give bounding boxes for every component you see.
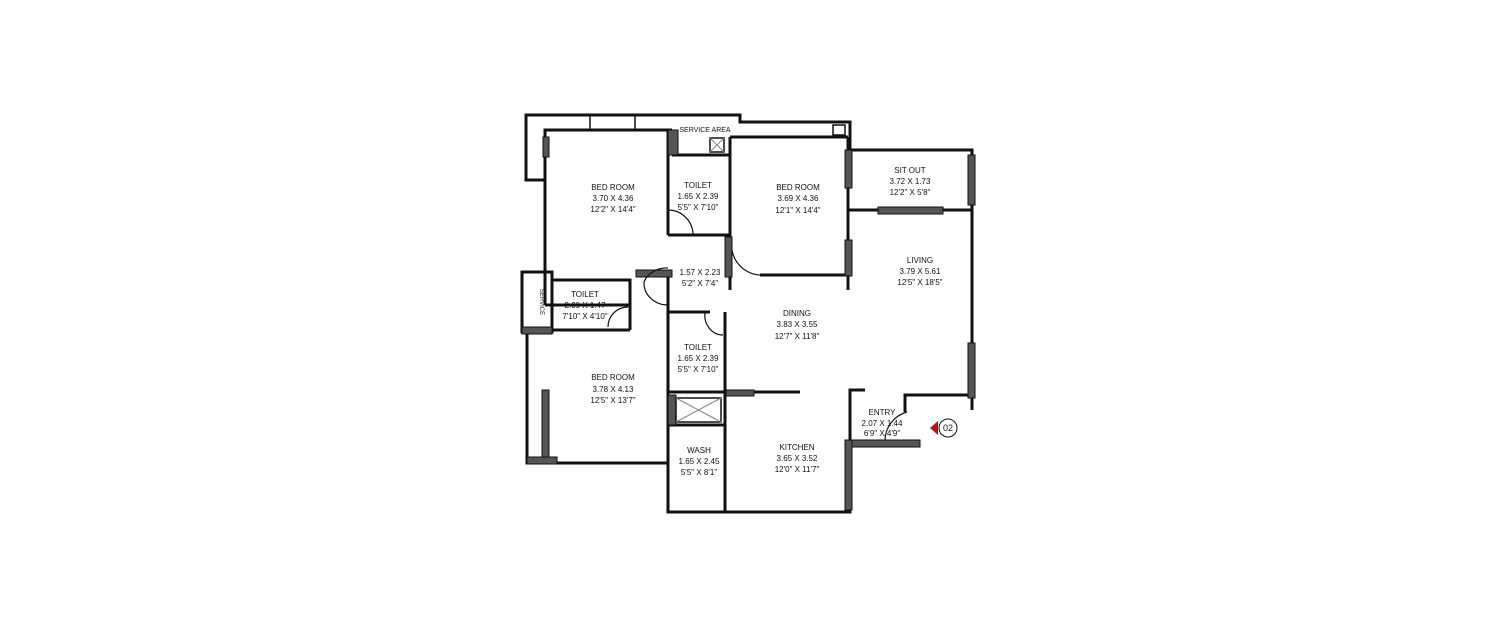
room-wash: WASH 1.65 X 2.45 5'5" X 8'1" [679,446,720,477]
room-metric: 3.70 X 4.36 [593,194,634,203]
room-metric: 3.72 X 1.73 [890,177,931,186]
room-name: BED ROOM [776,183,820,192]
room-metric: 3.65 X 3.52 [777,454,818,463]
room-metric: 2.07 X 1.44 [862,419,903,428]
room-name: ENTRY [869,408,897,417]
room-imperial: 7'10" X 4'10" [562,312,607,321]
room-metric: 3.83 X 3.55 [777,320,818,329]
room-imperial: 12'2" X 14'4" [590,205,635,214]
room-metric: 1.57 X 2.23 [680,268,721,277]
room-toilet-3: TOILET 1.65 X 2.39 5'5" X 7'10" [678,343,719,374]
room-name: TOILET [571,290,599,299]
room-imperial: 12'5" X 18'5" [897,278,942,287]
columns [521,129,976,511]
room-name: DINING [783,309,811,318]
room-metric: 3.69 X 4.36 [778,194,819,203]
room-sit-out: SIT OUT 3.72 X 1.73 12'2" X 5'8" [890,166,931,197]
room-metric: 3.78 X 4.13 [593,385,634,394]
room-name: TOILET [684,343,712,352]
room-name: WASH [687,446,711,455]
shafts [675,124,846,423]
entry-marker-circle [938,418,958,438]
room-bedroom-2: BED ROOM 3.69 X 4.36 12'1" X 14'4" [775,183,820,215]
room-name: LIVING [907,256,933,265]
room-imperial: 5'5" X 8'1" [681,468,717,477]
room-imperial: 12'2" X 5'8" [890,188,931,197]
doors [607,209,908,441]
room-dining: DINING 3.83 X 3.55 12'7" X 11'8" [775,309,820,341]
room-passage: 1.57 X 2.23 5'2" X 7'4" [680,268,721,288]
room-toilet-2: TOILET 2.39 X 1.47 7'10" X 4'10" [562,290,607,321]
room-imperial: 5'5" X 7'10" [678,203,719,212]
room-imperial: 12'5" X 13'7" [590,396,635,405]
room-living: LIVING 3.79 X 5.61 12'5" X 18'5" [897,256,942,287]
room-kitchen: KITCHEN 3.65 X 3.52 12'0" X 11'7" [775,443,820,474]
entry-arrow-icon [930,421,938,435]
room-bedroom-3: BED ROOM 3.78 X 4.13 12'5" X 13'7" [590,373,635,405]
room-bedroom-1: BED ROOM 3.70 X 4.36 12'2" X 14'4" [590,183,635,214]
room-name: TOILET [684,181,712,190]
entry-marker-label: 02 [943,423,953,433]
room-imperial: 12'1" X 14'4" [775,206,820,215]
room-name: BED ROOM [591,183,635,192]
room-metric: 2.39 X 1.47 [565,301,606,310]
room-metric: 1.65 X 2.39 [678,354,719,363]
room-toilet-1: TOILET 1.65 X 2.39 5'5" X 7'10" [678,181,719,212]
room-metric: 1.65 X 2.45 [679,457,720,466]
service-area-top-label: SERVICE AREA [679,127,731,134]
room-name: BED ROOM [591,373,635,382]
room-name: KITCHEN [779,443,814,452]
entry-marker: 02 [930,418,958,438]
room-labels: BED ROOM 3.70 X 4.36 12'2" X 14'4" TOILE… [538,127,943,477]
room-imperial: 12'7" X 11'8" [775,332,820,341]
room-metric: 1.65 X 2.39 [678,192,719,201]
room-imperial: 5'5" X 7'10" [678,365,719,374]
service-area-left-label: SERVICE [538,289,544,315]
room-name: SIT OUT [894,166,926,175]
room-metric: 3.79 X 5.61 [900,267,941,276]
room-imperial: 6'9" X 4'9" [864,429,900,438]
room-imperial: 5'2" X 7'4" [682,279,718,288]
room-imperial: 12'0" X 11'7" [775,465,820,474]
room-entry: ENTRY 2.07 X 1.44 6'9" X 4'9" [862,408,903,438]
